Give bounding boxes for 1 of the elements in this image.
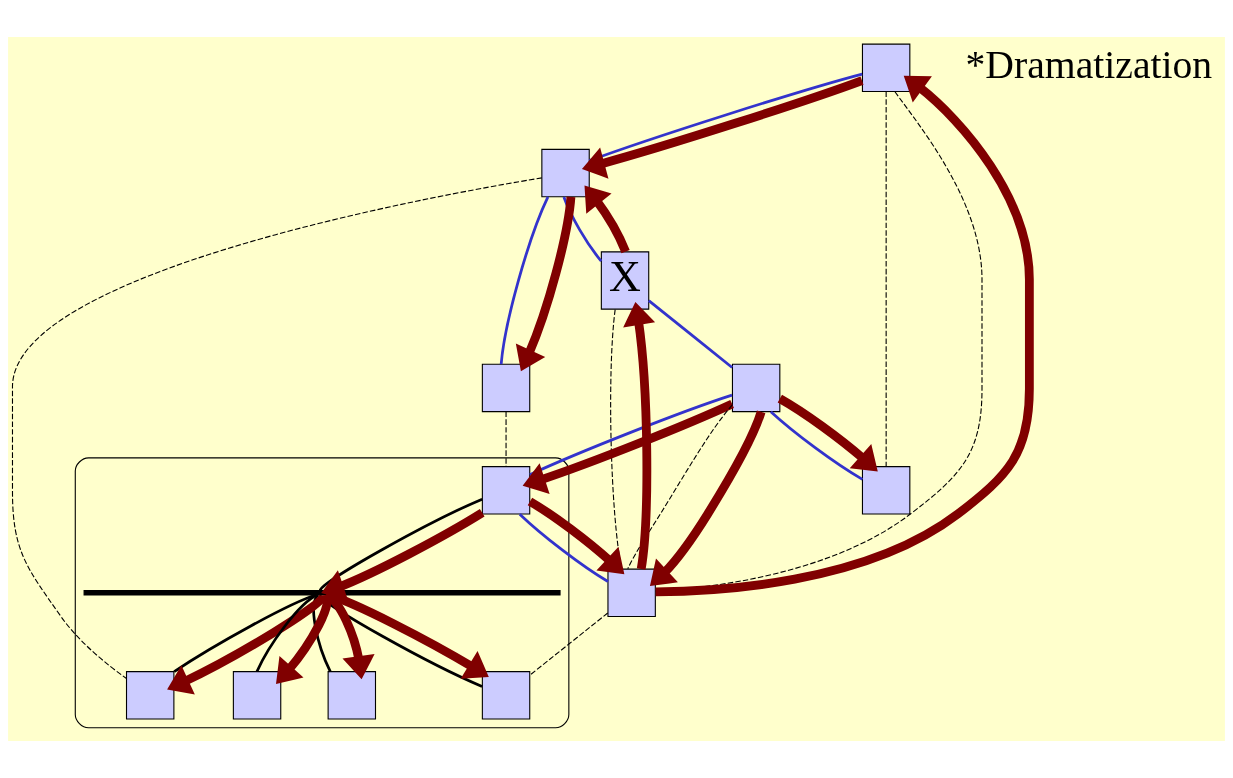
label: *Dramatization xyxy=(965,42,1213,87)
